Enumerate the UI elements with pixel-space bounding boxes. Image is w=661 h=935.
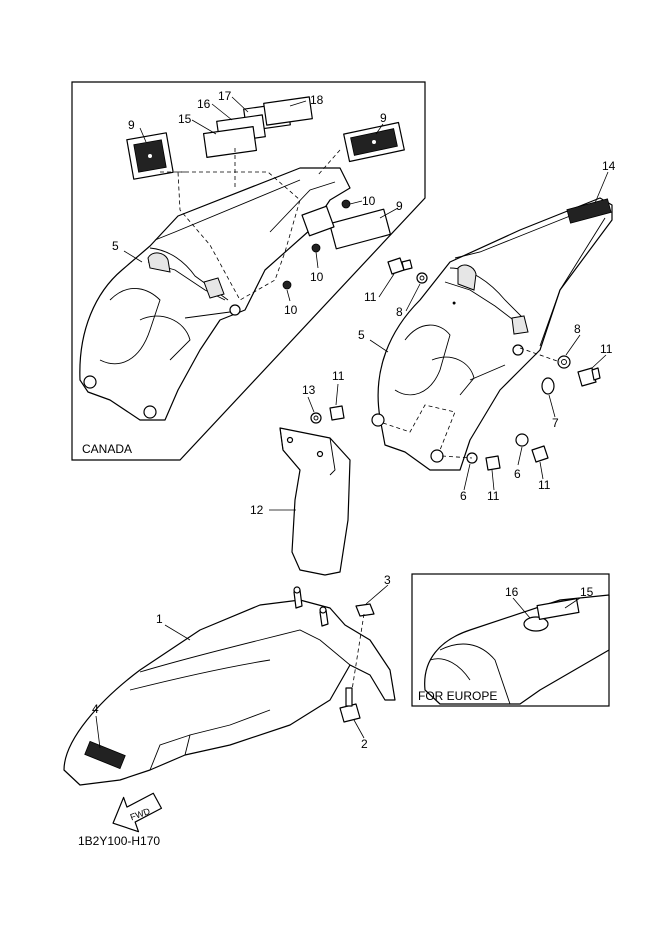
callout-11-lower-right: 11 [538,478,551,492]
collar-8-right [557,355,571,369]
bolt-11-upper [387,257,413,275]
europe-fender-detail [424,594,610,705]
europe-sticker-15 [536,598,580,620]
bolt-11-lower-right [531,445,549,463]
callout-2: 2 [361,737,368,751]
callout-10-b: 10 [310,270,324,284]
canada-nut-10b [311,243,321,253]
callout-6-right: 6 [514,467,521,481]
canada-reflector-left [126,132,174,180]
europe-sticker-16 [523,616,549,632]
canada-sticker-15 [202,126,258,158]
callout-12: 12 [250,503,264,517]
callout-5-main: 5 [358,328,365,342]
callout-10-c: 10 [284,303,298,317]
bolt-11-flap [329,405,345,421]
callout-11-upper: 11 [364,290,377,304]
canada-reflector-rear [328,208,392,250]
rear-fender: ● [371,197,613,471]
callout-3: 3 [384,573,391,587]
callout-1: 1 [156,612,163,626]
callout-15-europe: 15 [580,585,594,599]
bolt-11-lower [485,455,501,471]
callout-17: 17 [218,89,232,103]
canada-inset-frame [71,81,426,461]
washer-13 [310,412,322,424]
svg-text:●: ● [452,300,456,307]
canada-inset-label: CANADA [82,442,132,456]
callout-4: 4 [92,702,99,716]
callout-15-canada: 15 [178,112,192,126]
canada-nut-10a [341,199,351,209]
callout-11-flap: 11 [332,369,345,383]
callout-11-right: 11 [600,342,613,356]
callout-7: 7 [552,416,559,430]
leader-lines [95,96,609,749]
callout-9-right: 9 [380,111,387,125]
fwd-arrow-icon: FWD [112,792,163,833]
callout-16-canada: 16 [197,97,211,111]
front-fender-emblem [84,740,126,770]
callout-9-rear: 9 [396,199,403,213]
callout-10-a: 10 [362,194,376,208]
rear-fender-emblem [566,198,612,224]
spacer-7 [541,377,555,395]
canada-reflector-right [343,121,405,163]
callout-14: 14 [602,159,616,173]
nut-3 [355,603,375,617]
canada-reflector-bracket [301,205,335,237]
bolt-2 [339,687,361,723]
callout-18: 18 [310,93,324,107]
front-fender [63,586,396,786]
callout-6-lower: 6 [460,489,467,503]
europe-inset-label: FOR EUROPE [418,689,497,703]
canada-rear-fender [79,167,351,421]
canada-nut-10c [282,280,292,290]
collar-6-right [515,433,529,447]
callout-numbers: 17 18 16 15 9 9 9 10 10 10 5 14 11 8 8 1… [92,89,616,751]
collar-8-upper [416,272,428,284]
callout-9-left: 9 [128,118,135,132]
mud-flap [279,427,351,576]
callout-16-europe: 16 [505,585,519,599]
diagram-code: 1B2Y100-H170 [78,834,160,848]
bolt-11-right [577,367,601,387]
canada-sticker-18 [263,96,313,126]
callout-8-upper: 8 [396,305,403,319]
callout-8-right: 8 [574,322,581,336]
callout-13: 13 [302,383,316,397]
callout-5-canada: 5 [112,239,119,253]
callout-11-lower: 11 [487,489,500,503]
